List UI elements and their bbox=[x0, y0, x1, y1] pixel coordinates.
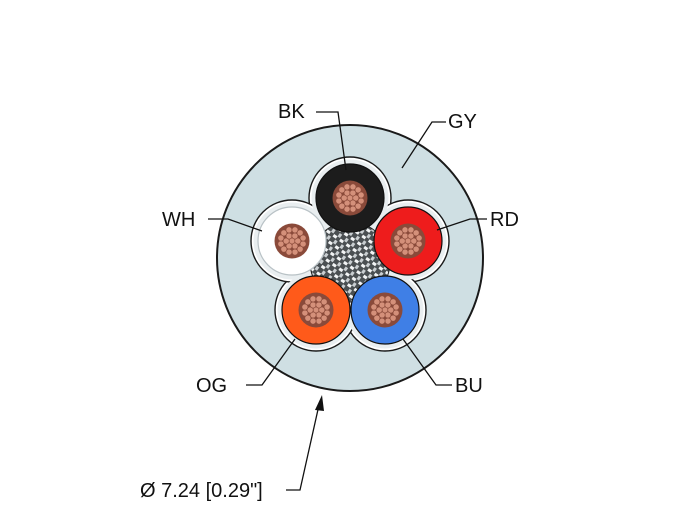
strand-og-4 bbox=[306, 306, 314, 314]
strand-bk-10 bbox=[343, 205, 351, 213]
strand-og-14 bbox=[304, 298, 312, 306]
strand-rd-1 bbox=[410, 237, 418, 245]
strand-bk-18 bbox=[357, 191, 365, 199]
strand-bk-8 bbox=[354, 202, 362, 210]
label-diameter: Ø 7.24 [0.29"] bbox=[140, 480, 263, 502]
strand-rd-12 bbox=[393, 240, 401, 248]
strand-bk-12 bbox=[335, 197, 343, 205]
strand-bk-13 bbox=[335, 191, 343, 199]
strand-bu-18 bbox=[392, 303, 400, 311]
strand-rd-13 bbox=[393, 234, 401, 242]
strand-og-15 bbox=[309, 295, 317, 303]
strand-wh-16 bbox=[291, 226, 299, 234]
strand-og-10 bbox=[309, 317, 317, 325]
strand-bu-15 bbox=[378, 295, 386, 303]
strand-bk-16 bbox=[349, 183, 357, 191]
strand-rd-4 bbox=[398, 237, 406, 245]
strand-bu-11 bbox=[373, 314, 381, 322]
strand-wh-18 bbox=[299, 234, 307, 242]
leader-bk bbox=[316, 111, 347, 171]
strand-bu-4 bbox=[375, 306, 383, 314]
label-bu: BU bbox=[455, 375, 483, 397]
strand-bu-13 bbox=[370, 303, 378, 311]
core-rd bbox=[373, 206, 443, 276]
strand-og-8 bbox=[320, 314, 328, 322]
strand-rd-14 bbox=[396, 229, 404, 237]
core-bu bbox=[350, 275, 420, 345]
strand-wh-10 bbox=[285, 248, 293, 256]
strand-og-18 bbox=[323, 303, 331, 311]
strand-rd-9 bbox=[407, 248, 415, 256]
strand-bu-8 bbox=[389, 314, 397, 322]
strand-bu-10 bbox=[378, 317, 386, 325]
strand-rd-11 bbox=[396, 245, 404, 253]
strand-bu-17 bbox=[389, 298, 397, 306]
strand-og-13 bbox=[301, 303, 309, 311]
leader-diameter bbox=[286, 404, 320, 491]
strand-rd-8 bbox=[412, 245, 420, 253]
strand-og-9 bbox=[315, 317, 323, 325]
label-og: OG bbox=[196, 375, 227, 397]
strand-wh-15 bbox=[285, 226, 293, 234]
strand-bk-9 bbox=[349, 205, 357, 213]
strand-bk-4 bbox=[340, 194, 348, 202]
strand-og-11 bbox=[304, 314, 312, 322]
strand-rd-16 bbox=[407, 226, 415, 234]
strand-bk-11 bbox=[338, 202, 346, 210]
strand-wh-12 bbox=[277, 240, 285, 248]
label-bk: BK bbox=[278, 101, 305, 123]
label-gy: GY bbox=[448, 111, 477, 133]
strand-bu-14 bbox=[373, 298, 381, 306]
leader-og bbox=[246, 338, 296, 386]
strand-og-17 bbox=[320, 298, 328, 306]
strand-wh-1 bbox=[294, 237, 302, 245]
strand-bu-1 bbox=[387, 306, 395, 314]
core-wh bbox=[257, 206, 327, 276]
strand-bu-9 bbox=[384, 317, 392, 325]
strand-og-16 bbox=[315, 295, 323, 303]
strand-wh-4 bbox=[282, 237, 290, 245]
strand-og-1 bbox=[318, 306, 326, 314]
strand-wh-14 bbox=[280, 229, 288, 237]
strand-og-12 bbox=[301, 309, 309, 317]
leader-wh bbox=[208, 218, 263, 232]
strand-bu-16 bbox=[384, 295, 392, 303]
strand-bk-17 bbox=[354, 186, 362, 194]
diameter-arrowhead bbox=[315, 395, 324, 411]
strand-wh-11 bbox=[280, 245, 288, 253]
label-wh: WH bbox=[162, 209, 195, 231]
strand-rd-18 bbox=[415, 234, 423, 242]
strand-rd-17 bbox=[412, 229, 420, 237]
strand-bk-1 bbox=[352, 194, 360, 202]
strand-wh-8 bbox=[296, 245, 304, 253]
core-bk bbox=[315, 163, 385, 233]
strand-wh-9 bbox=[291, 248, 299, 256]
leader-rd bbox=[436, 218, 487, 231]
strand-wh-13 bbox=[277, 234, 285, 242]
leader-bu bbox=[402, 338, 452, 386]
label-rd: RD bbox=[490, 209, 519, 231]
strand-bk-15 bbox=[343, 183, 351, 191]
strand-bu-12 bbox=[370, 309, 378, 317]
core-og bbox=[281, 275, 351, 345]
strand-rd-15 bbox=[401, 226, 409, 234]
strand-rd-10 bbox=[401, 248, 409, 256]
strand-bk-14 bbox=[338, 186, 346, 194]
strand-wh-17 bbox=[296, 229, 304, 237]
leader-gy bbox=[401, 121, 446, 169]
